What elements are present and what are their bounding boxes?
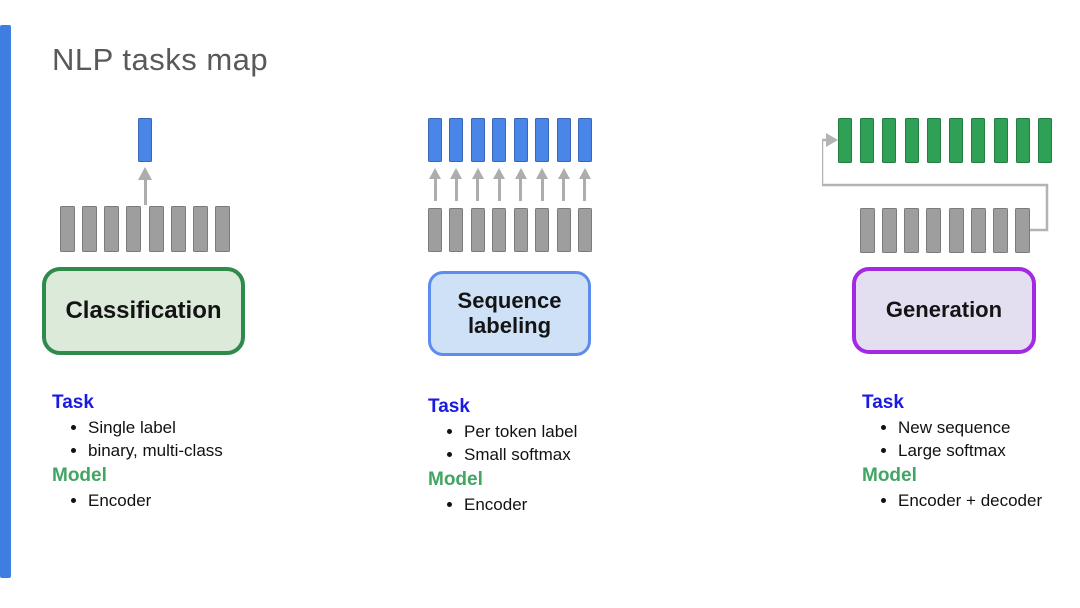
up-arrow-icon: [557, 168, 571, 208]
model-item: Encoder: [464, 494, 688, 515]
input-token-bar: [882, 208, 898, 253]
generation-box: Generation: [852, 267, 1036, 354]
input-token-bar: [926, 208, 942, 253]
input-token-bar: [192, 206, 208, 252]
input-token-bar: [948, 208, 964, 253]
input-token-bar: [470, 208, 485, 252]
input-token-bar: [82, 206, 98, 252]
output-token-bar: [513, 118, 528, 162]
output-token-bar: [428, 118, 442, 162]
model-item: Encoder: [88, 490, 312, 511]
up-arrow-icon: [471, 168, 485, 208]
model-list: Encoder: [52, 490, 312, 511]
classification-info: Task Single label binary, multi-class Mo…: [52, 392, 312, 514]
input-token-bar: [148, 206, 164, 252]
input-token-bar: [513, 208, 528, 252]
task-list: New sequence Large softmax: [862, 417, 1080, 462]
output-token-bar: [470, 118, 485, 162]
input-token-bar: [449, 208, 464, 252]
generation-input-bars: [860, 208, 1030, 253]
input-token-bar: [535, 208, 550, 252]
model-list: Encoder + decoder: [862, 490, 1080, 511]
sequence-labeling-diagram: [428, 118, 592, 252]
output-token-bar: [577, 118, 592, 162]
task-heading: Task: [428, 396, 470, 417]
left-accent-bar: [0, 25, 11, 578]
generation-box-label: Generation: [885, 297, 1003, 323]
sequence-labeling-box-label: Sequence labeling: [457, 287, 562, 338]
model-list: Encoder: [428, 494, 688, 515]
classification-output-bars: [60, 118, 230, 162]
input-token-bar: [170, 206, 186, 252]
input-token-bar: [428, 208, 442, 252]
generation-output-bars: [838, 118, 1052, 163]
task-item: Small softmax: [464, 444, 688, 465]
output-token-bar: [971, 118, 986, 163]
input-token-bar: [104, 206, 120, 252]
input-token-bar: [214, 206, 230, 252]
sequence-labeling-box: Sequence labeling: [428, 271, 591, 356]
output-token-bar: [926, 118, 941, 163]
up-arrow-icon: [514, 168, 528, 208]
input-token-bar: [992, 208, 1008, 253]
generation-info: Task New sequence Large softmax Model En…: [862, 392, 1080, 514]
output-token-bar: [1015, 118, 1030, 163]
model-heading: Model: [862, 464, 917, 486]
task-heading: Task: [862, 392, 904, 413]
classification-box-label: Classification: [65, 296, 222, 324]
input-token-bar: [1014, 208, 1030, 253]
model-heading: Model: [52, 464, 107, 486]
sequence-input-bars: [428, 208, 592, 252]
task-item: Per token label: [464, 421, 688, 442]
classification-arrow-row: [60, 162, 230, 206]
task-list: Single label binary, multi-class: [52, 417, 312, 462]
up-arrow-icon: [449, 168, 463, 208]
up-arrow-icon: [492, 168, 506, 208]
task-list: Per token label Small softmax: [428, 421, 688, 466]
output-token-bar: [860, 118, 875, 163]
sequence-arrow-row: [428, 162, 592, 208]
output-token-bar: [1037, 118, 1052, 163]
sequence-output-bars: [428, 118, 592, 162]
up-arrow-icon: [138, 167, 152, 206]
input-token-bar: [556, 208, 571, 252]
loop-arrow-icon: [822, 133, 1049, 232]
up-arrow-icon: [535, 168, 549, 208]
generation-diagram: [822, 118, 1052, 253]
output-token-bar: [838, 118, 852, 163]
task-heading: Task: [52, 392, 94, 413]
task-item: Large softmax: [898, 440, 1080, 461]
input-token-bar: [904, 208, 920, 253]
classification-input-bars: [60, 206, 230, 252]
task-item: binary, multi-class: [88, 440, 312, 461]
output-token-bar: [449, 118, 464, 162]
output-token-bar: [138, 118, 152, 162]
classification-diagram: [60, 118, 230, 252]
output-token-bar: [949, 118, 964, 163]
input-token-bar: [492, 208, 507, 252]
input-token-bar: [970, 208, 986, 253]
input-token-bar: [577, 208, 592, 252]
up-arrow-icon: [578, 168, 592, 208]
input-token-bar: [60, 206, 75, 252]
task-item: Single label: [88, 417, 312, 438]
output-token-bar: [882, 118, 897, 163]
input-token-bar: [126, 206, 142, 252]
output-token-bar: [993, 118, 1008, 163]
sequence-labeling-info: Task Per token label Small softmax Model…: [428, 396, 688, 518]
input-token-bar: [860, 208, 875, 253]
model-heading: Model: [428, 468, 483, 490]
output-token-bar: [535, 118, 550, 162]
output-token-bar: [904, 118, 919, 163]
up-arrow-icon: [428, 168, 442, 208]
classification-box: Classification: [42, 267, 245, 355]
page-title: NLP tasks map: [52, 42, 269, 77]
output-token-bar: [492, 118, 507, 162]
output-token-bar: [556, 118, 571, 162]
model-item: Encoder + decoder: [898, 490, 1080, 511]
task-item: New sequence: [898, 417, 1080, 438]
